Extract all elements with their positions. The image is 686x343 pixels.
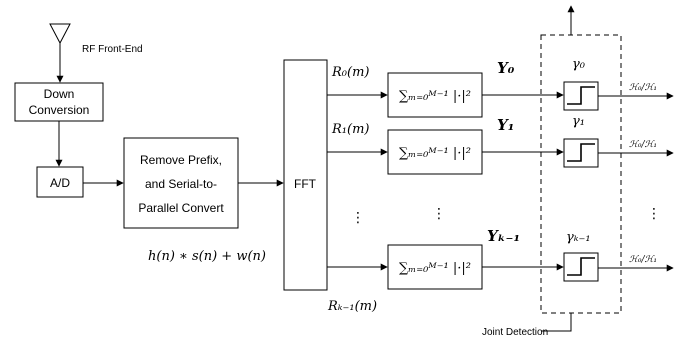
- fft-block: [283, 59, 328, 291]
- rf-front-end-label: RF Front-End: [82, 44, 143, 55]
- down-conversion-label-1: Down: [44, 87, 75, 101]
- antenna-icon: [49, 23, 71, 83]
- r-label-0: R₀(m): [331, 65, 369, 80]
- branch-1: R₁(m) ∑ₘ₌₀ᴹ⁻¹ |·|² Y₁ γ₁ ℋ₀/ℋ₁: [327, 114, 674, 175]
- threshold-step-icon-1: [567, 143, 595, 162]
- remove-prefix-label-2: and Serial-to-: [145, 177, 217, 191]
- branch-k-1: Rₖ₋₁(m) ∑ₘ₌₀ᴹ⁻¹ |·|² Yₖ₋₁ γₖ₋₁ ℋ₀/ℋ₁: [327, 227, 674, 314]
- r-label-1: R₁(m): [331, 122, 369, 137]
- r-label-k-1: Rₖ₋₁(m): [327, 299, 377, 314]
- remove-prefix-label-1: Remove Prefix,: [140, 153, 222, 167]
- y-label-1: Y₁: [497, 116, 514, 134]
- fft-label: FFT: [294, 177, 317, 191]
- remove-prefix-label-3: Parallel Convert: [138, 201, 224, 215]
- ellipsis-r: ⋮: [351, 210, 365, 226]
- down-conversion-label-2: Conversion: [29, 103, 90, 117]
- energy-label-1: ∑ₘ₌₀ᴹ⁻¹ |·|²: [399, 146, 471, 161]
- threshold-step-icon-k-1: [567, 257, 595, 276]
- decision-label-k-1: ℋ₀/ℋ₁: [629, 255, 657, 265]
- remove-prefix-block: [123, 137, 239, 229]
- energy-block-1: [387, 129, 483, 175]
- joint-detection-region: [540, 34, 622, 314]
- energy-block-k-1: [387, 244, 483, 290]
- ellipsis-decision: ⋮: [647, 206, 661, 222]
- ad-block: [36, 166, 84, 198]
- ad-label: A/D: [50, 176, 70, 190]
- gamma-label-1: γ₁: [572, 114, 585, 129]
- joint-detection-label: Joint Detection: [482, 327, 548, 338]
- ellipsis-energy: ⋮: [432, 206, 446, 222]
- gamma-label-0: γ₀: [572, 57, 586, 72]
- joint-detection-pointer: [541, 313, 572, 332]
- gamma-label-k-1: γₖ₋₁: [566, 230, 591, 245]
- energy-label-0: ∑ₘ₌₀ᴹ⁻¹ |·|²: [399, 89, 471, 104]
- branch-0: R₀(m) ∑ₘ₌₀ᴹ⁻¹ |·|² Y₀ γ₀ ℋ₀/ℋ₁: [327, 57, 674, 118]
- y-label-k-1: Yₖ₋₁: [487, 227, 520, 245]
- decision-label-0: ℋ₀/ℋ₁: [629, 83, 657, 93]
- threshold-step-icon-0: [567, 86, 595, 105]
- energy-label-k-1: ∑ₘ₌₀ᴹ⁻¹ |·|²: [399, 261, 471, 276]
- input-signal-label: h(n) ∗ s(n) + w(n): [148, 249, 266, 264]
- decision-label-1: ℋ₀/ℋ₁: [629, 140, 657, 150]
- y-label-0: Y₀: [497, 59, 515, 77]
